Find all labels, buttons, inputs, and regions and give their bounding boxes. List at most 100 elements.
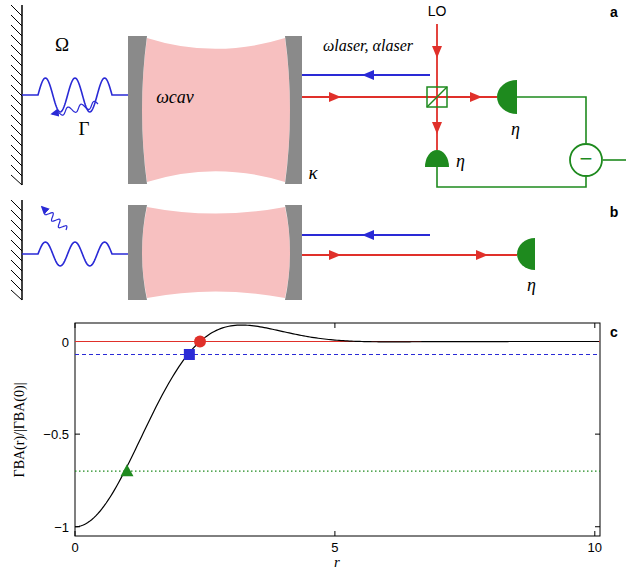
beam-splitter-face [427, 87, 447, 107]
signal-wire [437, 167, 586, 187]
mirror [128, 205, 147, 300]
detector-shape [517, 238, 535, 270]
tick [595, 434, 600, 435]
beam-arrow [329, 92, 341, 102]
marker-square [184, 349, 195, 360]
photodetector: η [517, 238, 535, 270]
node-outline [425, 150, 449, 167]
tick [75, 323, 76, 328]
subtractor: − [569, 143, 603, 177]
wall-hatch [11, 210, 22, 221]
wall-hatch [11, 270, 22, 281]
wall-hatch [11, 105, 22, 116]
tick-label: 0 [71, 541, 78, 554]
wall-hatch [11, 25, 22, 36]
mirror [285, 36, 302, 184]
beam-arrow [476, 250, 488, 260]
data-curve [75, 325, 599, 527]
wall-hatch [11, 35, 22, 46]
wall-hatch [11, 230, 22, 241]
damping-symbol: Γ [79, 119, 90, 138]
beam-arrow [329, 250, 341, 260]
wall-hatch [11, 125, 22, 136]
tick [75, 531, 76, 536]
beam-arrow [470, 92, 482, 102]
wall-hatch [11, 280, 22, 291]
cavity-frequency: ωcav [156, 88, 194, 106]
wall-hatch [11, 240, 22, 251]
tick [75, 434, 80, 435]
beam-arrow [432, 46, 442, 58]
wall-hatch [11, 85, 22, 96]
photodetector: η [497, 80, 517, 114]
wall-hatch [11, 250, 22, 261]
subtractor-circle [570, 144, 602, 176]
mirror [285, 205, 302, 300]
axis-label: r [334, 555, 340, 570]
wall-hatch [11, 260, 22, 271]
output-wire [603, 159, 626, 161]
plot-frame [75, 323, 600, 536]
damping-arrow [42, 207, 67, 230]
wall [11, 5, 22, 185]
detector-shape [497, 80, 517, 114]
wall-hatch [11, 55, 22, 66]
wall-hatch [11, 65, 22, 76]
node-outline [497, 80, 517, 114]
photodetector: η [425, 150, 449, 167]
wall-hatch [11, 95, 22, 106]
cavity-mode [142, 207, 290, 298]
panel-letter: b [610, 205, 619, 219]
wall-hatch [11, 75, 22, 86]
cavity [128, 36, 302, 184]
beam-splitter [427, 87, 447, 107]
marker-triangle [120, 464, 133, 476]
local-oscillator: LO [428, 4, 447, 18]
wall-hatch [11, 290, 22, 300]
tick [595, 526, 600, 527]
tick-label: 5 [331, 541, 338, 554]
oscillator-spring [22, 242, 128, 266]
efficiency-label: η [511, 120, 520, 138]
mirror [128, 36, 147, 184]
detector-shape [425, 150, 449, 167]
panel-letter: c [610, 325, 618, 339]
tick [594, 323, 595, 328]
decay-symbol: κ [308, 163, 317, 182]
oscillator-spring [22, 78, 128, 112]
reference-line [75, 354, 600, 355]
axis-label: ΓBA(r)/|ΓBA(0)| [13, 383, 27, 478]
signal-wire [517, 97, 586, 143]
wall-hatch [11, 155, 22, 166]
tick-label: −0.5 [43, 428, 69, 441]
wall-hatch [11, 135, 22, 146]
wall-hatch [11, 45, 22, 56]
wall-hatch [11, 175, 22, 185]
wall-hatch [11, 200, 22, 211]
beam-arrow [432, 122, 442, 134]
marker-circle [194, 336, 206, 348]
beam-arrow [362, 230, 374, 240]
plot [75, 323, 600, 536]
wall [11, 200, 22, 300]
laser-parameters: ωlaser, αlaser [323, 38, 413, 54]
node-outline [517, 238, 535, 270]
wall-hatch [11, 220, 22, 231]
reference-line [75, 471, 600, 472]
tick-label: 10 [588, 541, 602, 554]
wall-hatch [11, 165, 22, 176]
efficiency-label: η [527, 276, 536, 294]
cavity-mode [142, 38, 290, 182]
wall-hatch [11, 15, 22, 26]
efficiency-label: η [456, 152, 465, 170]
panel-letter: a [610, 5, 618, 19]
frequency-symbol: Ω [55, 35, 69, 54]
damping-arrow [52, 101, 98, 115]
wall-hatch [11, 145, 22, 156]
operator-symbol: − [580, 148, 593, 170]
tick [334, 323, 335, 328]
beam-arrow [362, 70, 374, 80]
tick [594, 531, 595, 536]
